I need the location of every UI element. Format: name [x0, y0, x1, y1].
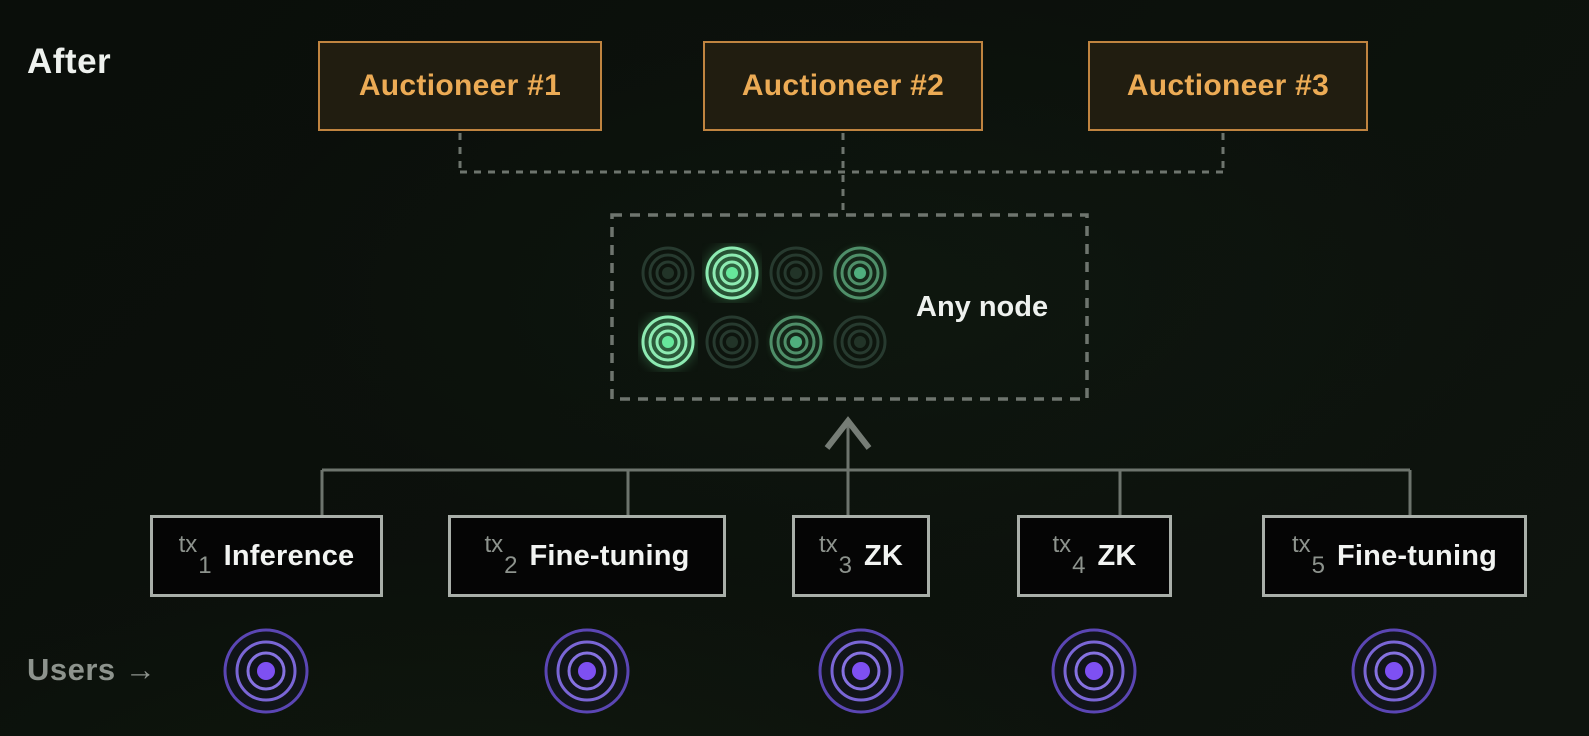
auctioneer-box-2: Auctioneer #2 [703, 41, 983, 131]
tx-label: ZK [1097, 539, 1137, 572]
tx-box-1: tx 1 Inference [150, 515, 383, 597]
tx-label: Fine-tuning [1336, 539, 1498, 572]
auctioneer-box-1: Auctioneer #1 [318, 41, 602, 131]
user-node-icon [542, 626, 632, 716]
tx-index: 1 [198, 552, 212, 579]
tx-label: ZK [863, 539, 904, 572]
node-icon [702, 312, 762, 372]
tx-box-2: tx 2 Fine-tuning [448, 515, 726, 597]
any-node-label: Any node [916, 291, 1049, 323]
auctioneer-2-label: Auctioneer #2 [741, 69, 945, 102]
node-icon [702, 243, 762, 303]
node-icon [766, 243, 826, 303]
tx-box-5: tx 5 Fine-tuning [1262, 515, 1527, 597]
users-label: Users → [27, 652, 157, 687]
user-node-icon [816, 626, 906, 716]
tx-index: 3 [838, 552, 852, 579]
node-icon [830, 243, 890, 303]
user-node-icon [1349, 626, 1439, 716]
page-title: After [27, 42, 112, 81]
auctioneer-1-label: Auctioneer #1 [358, 69, 562, 102]
tx-index: 2 [504, 552, 518, 579]
user-node-icon [1049, 626, 1139, 716]
node-icon [638, 312, 698, 372]
tx-prefix: tx [818, 531, 838, 558]
tx-box-3: tx 3 ZK [792, 515, 930, 597]
node-icon [766, 312, 826, 372]
tx-prefix: tx [484, 531, 504, 558]
up-arrow-icon [824, 416, 872, 450]
tx-prefix: tx [1291, 531, 1311, 558]
user-node-icon [221, 626, 311, 716]
auctioneer-box-3: Auctioneer #3 [1088, 41, 1368, 131]
tx-box-4: tx 4 ZK [1017, 515, 1172, 597]
tx-index: 5 [1311, 552, 1325, 579]
tx-index: 4 [1072, 552, 1086, 579]
auctioneer-3-label: Auctioneer #3 [1126, 69, 1330, 102]
node-icon [638, 243, 698, 303]
tx-prefix: tx [1052, 531, 1072, 558]
tx-prefix: tx [178, 531, 198, 558]
node-icon [830, 312, 890, 372]
tx-label: Inference [223, 539, 355, 572]
tx-label: Fine-tuning [529, 539, 690, 572]
